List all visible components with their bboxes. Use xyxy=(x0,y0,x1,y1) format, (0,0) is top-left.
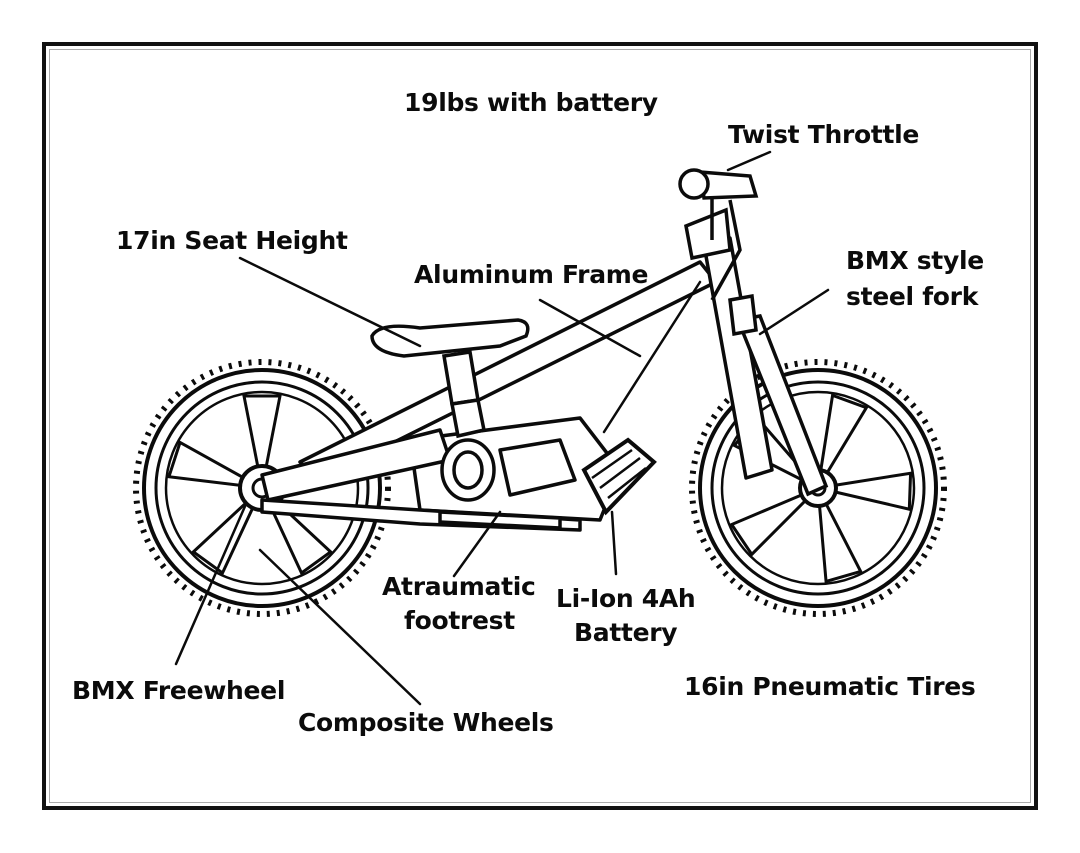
footrest xyxy=(438,510,562,530)
label-footrest-line2: footrest xyxy=(404,606,515,635)
callout-line-throttle xyxy=(726,150,772,172)
label-aluminum-frame: Aluminum Frame xyxy=(414,260,649,289)
label-battery-line2: Battery xyxy=(574,618,678,647)
label-composite-wheels: Composite Wheels xyxy=(298,708,554,737)
bike-fork xyxy=(728,293,829,497)
label-battery-line1: Li-Ion 4Ah xyxy=(556,584,696,613)
callout-line-seat xyxy=(238,256,422,348)
label-fork-line2: steel fork xyxy=(846,282,979,311)
battery-pack xyxy=(581,437,657,516)
label-seat-height: 17in Seat Height xyxy=(116,226,348,255)
callout-line-frame xyxy=(538,298,642,358)
handlebar xyxy=(678,168,759,301)
callout-line-battery xyxy=(610,510,618,576)
callout-line-battery-top xyxy=(602,280,702,434)
label-pneumatic-tires: 16in Pneumatic Tires xyxy=(684,672,976,701)
label-fork-line1: BMX style xyxy=(846,246,984,275)
label-twist-throttle: Twist Throttle xyxy=(728,120,920,149)
rear-wheel xyxy=(133,359,391,617)
callout-line-wheels xyxy=(258,548,422,706)
callout-line-footrest xyxy=(452,510,502,578)
callout-line-freewheel xyxy=(174,502,248,666)
callout-lines xyxy=(174,150,830,706)
label-footrest-line1: Atraumatic xyxy=(382,572,536,601)
bike-seat xyxy=(370,318,530,439)
label-bmx-freewheel: BMX Freewheel xyxy=(72,676,286,705)
callout-line-fork xyxy=(758,288,830,336)
label-weight: 19lbs with battery xyxy=(404,88,658,117)
